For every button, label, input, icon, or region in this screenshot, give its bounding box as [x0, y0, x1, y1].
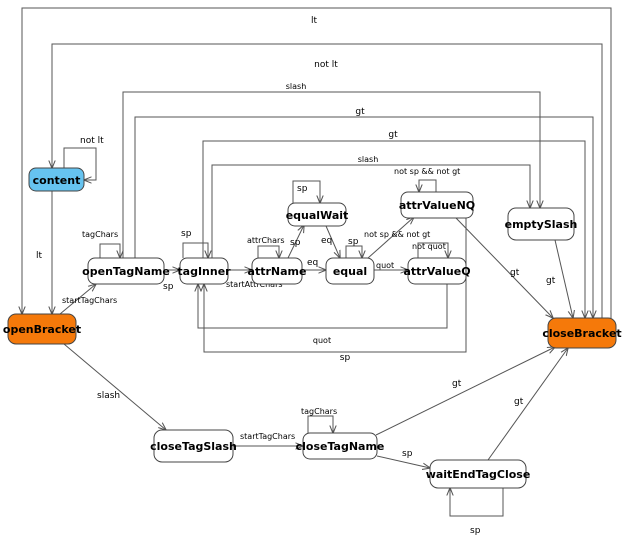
edge-taginner-self	[182, 242, 208, 258]
edge-attrvaluenq-to-closebracket	[455, 217, 553, 318]
edge-label-slash-3: slash	[97, 391, 120, 401]
edge-label-quot-equal: quot	[376, 261, 394, 270]
state-taginner: tagInner	[177, 257, 231, 285]
edge-label-eq-attrname: eq	[307, 258, 318, 268]
state-attrvalueq: attrValueQ	[403, 257, 471, 285]
edge-attrname-self	[257, 245, 279, 258]
svg-text:tagInner: tagInner	[177, 265, 231, 278]
edge-label-sp-closetagname: sp	[402, 449, 413, 459]
svg-text:openBracket: openBracket	[3, 323, 81, 336]
edge-waitendtagclose-to-closebracket	[487, 348, 568, 461]
edge-openbracket-to-closetagslash	[63, 343, 166, 430]
edge-attrvalueq-to-taginner	[198, 284, 448, 329]
edge-label-starttagchars-1: startTagChars	[62, 296, 117, 305]
state-attrvaluenq: attrValueNQ	[399, 191, 475, 219]
edge-attrvalueq-self	[417, 242, 448, 258]
edge-closetagname-self	[307, 415, 333, 433]
edge-closetagname-to-waitendtagclose	[376, 455, 430, 468]
edge-label-sp-wait: sp	[470, 526, 481, 536]
edge-label-sp-attrname: sp	[290, 238, 301, 248]
edge-taginner-to-closebracket	[202, 140, 585, 318]
edge-label-content-self: not lt	[80, 136, 104, 146]
svg-text:openTagName: openTagName	[82, 265, 170, 278]
edge-opentagname-self	[99, 243, 120, 258]
state-emptyslash: emptySlash	[505, 207, 578, 241]
edge-equal-self	[345, 245, 362, 258]
svg-text:closeBracket: closeBracket	[542, 327, 621, 340]
svg-text:content: content	[33, 174, 81, 187]
edge-label-tagchars-2: tagChars	[301, 407, 337, 416]
svg-text:attrValueNQ: attrValueNQ	[399, 199, 475, 212]
edge-label-gt-emptyslash: gt	[546, 276, 556, 286]
edge-label-content-lt: lt	[36, 251, 43, 261]
svg-text:waitEndTagClose: waitEndTagClose	[426, 468, 531, 481]
svg-text:closeTagName: closeTagName	[296, 440, 385, 453]
state-openbracket: openBracket	[3, 313, 81, 345]
svg-text:equal: equal	[333, 265, 367, 278]
edge-equalwait-to-equal	[325, 225, 340, 258]
edge-label-not-lt: not lt	[314, 60, 338, 70]
state-content: content	[28, 167, 85, 192]
edge-label-sp-equal: sp	[348, 237, 359, 247]
edge-label-slash-1: slash	[286, 82, 307, 91]
state-opentagname: openTagName	[82, 257, 170, 285]
svg-text:emptySlash: emptySlash	[505, 218, 578, 231]
edge-label-tagchars-1: tagChars	[82, 230, 118, 239]
edge-label-sp-equalwait: sp	[297, 184, 308, 194]
state-closetagslash: closeTagSlash	[150, 429, 237, 463]
state-attrname: attrName	[248, 257, 307, 285]
edge-waitendtagclose-self	[450, 488, 504, 517]
edge-label-starttagchars-2: startTagChars	[240, 432, 295, 441]
edge-label-sp-taginner: sp	[181, 229, 192, 239]
edge-label-notsp-equal: not sp && not gt	[364, 230, 430, 239]
edge-content-self	[63, 147, 97, 180]
edge-opentagname-to-emptyslash	[122, 91, 540, 258]
edge-label-lt-top: lt	[311, 16, 318, 26]
svg-text:attrValueQ: attrValueQ	[403, 265, 470, 278]
edge-label-gt-1: gt	[355, 107, 365, 117]
edge-closebracket-to-openbracket	[22, 7, 612, 328]
edge-label-eq-equalwait: eq	[321, 236, 332, 246]
edge-label-slash-2: slash	[358, 155, 379, 164]
edge-closetagname-to-closebracket	[375, 347, 555, 436]
svg-text:equalWait: equalWait	[286, 209, 349, 222]
edge-label-sp-nq: sp	[340, 353, 351, 363]
edge-label-gt-nq: gt	[510, 268, 520, 278]
edge-attrname-to-equalwait	[287, 225, 304, 259]
state-closetagname: closeTagName	[296, 432, 385, 460]
edge-label-gt-closetagname: gt	[452, 379, 462, 389]
edge-equalwait-self	[292, 180, 320, 203]
edge-label-notquot: not quot	[412, 242, 446, 251]
edge-equal-to-attrvaluenq	[367, 217, 414, 259]
edge-label-sp-opentag: sp	[163, 282, 174, 292]
edge-label-quot-q: quot	[313, 336, 331, 345]
edge-closebracket-to-content	[52, 43, 603, 318]
edge-opentagname-to-closebracket	[134, 116, 593, 318]
svg-text:closeTagSlash: closeTagSlash	[150, 440, 237, 453]
edge-openbracket-to-opentagname	[59, 284, 96, 315]
edge-attrvaluenq-self	[419, 179, 437, 192]
edge-emptyslash-to-closebracket	[554, 239, 573, 318]
edge-label-startattrchars: startAttrChars	[226, 280, 283, 289]
edge-label-gt-wait: gt	[514, 397, 524, 407]
svg-text:attrName: attrName	[248, 265, 307, 278]
edge-taginner-to-emptyslash	[211, 164, 530, 258]
state-closebracket: closeBracket	[542, 317, 622, 349]
edge-label-attrchars: attrChars	[247, 236, 284, 245]
state-equal: equal	[325, 257, 375, 285]
state-equalwait: equalWait	[286, 202, 349, 227]
state-waitendtagclose: waitEndTagClose	[426, 459, 531, 489]
edge-label-gt-2: gt	[388, 130, 398, 140]
edge-label-notsp-nq: not sp && not gt	[394, 167, 460, 176]
